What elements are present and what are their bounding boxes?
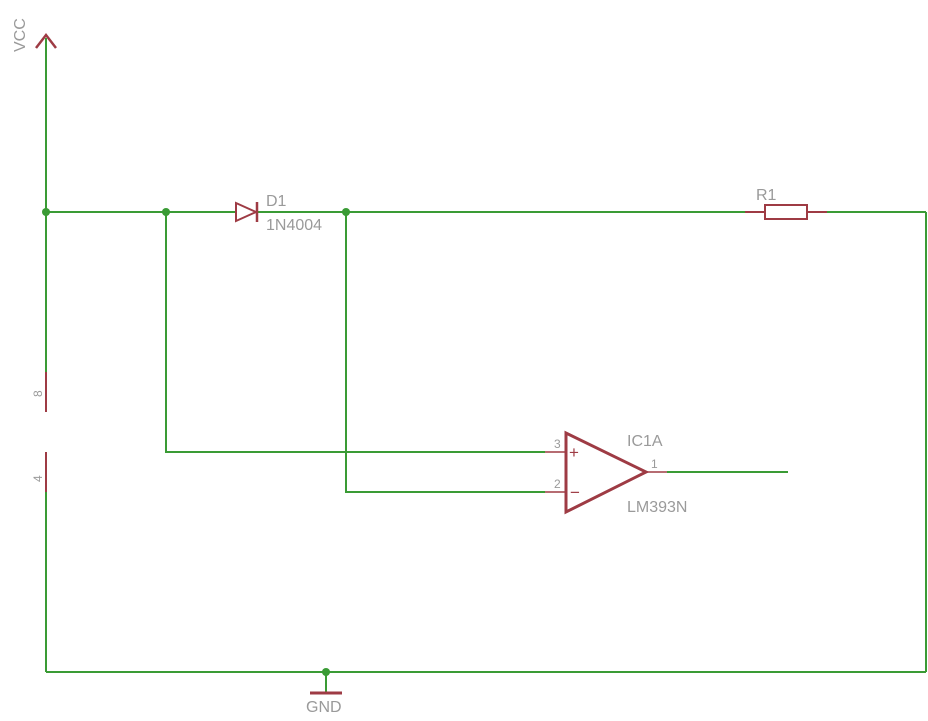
pin1-number: 1 <box>651 457 658 471</box>
pin4-number: 4 <box>31 475 45 482</box>
junction-dot <box>322 668 330 676</box>
junction-dot <box>162 208 170 216</box>
diode-triangle-icon <box>235 201 259 223</box>
minus-sign-icon: − <box>570 483 580 502</box>
gnd-supply-symbol[interactable]: GND <box>306 691 342 716</box>
pin3-number: 3 <box>554 437 561 451</box>
pin8-number: 8 <box>31 390 45 397</box>
comparator-ic1a[interactable]: + − 3 2 1 IC1A LM393N <box>545 430 687 516</box>
wires <box>45 38 927 692</box>
gnd-label: GND <box>306 699 342 716</box>
wire-diode-cathode-to-inv-input <box>345 212 545 493</box>
comparator-value: LM393N <box>627 499 687 516</box>
wire-node-to-noninv-input <box>165 212 545 453</box>
junctions <box>42 208 350 676</box>
diode-name: D1 <box>266 193 287 210</box>
opamp-triangle-icon <box>564 430 650 515</box>
resistor-name: R1 <box>756 187 777 204</box>
comparator-power-pins[interactable]: 8 4 <box>31 372 47 492</box>
diode-value: 1N4004 <box>266 217 322 234</box>
junction-dot <box>342 208 350 216</box>
plus-sign-icon: + <box>569 443 579 462</box>
vcc-label: VCC <box>12 18 29 52</box>
vcc-arrow-icon <box>35 32 57 49</box>
comparator-name: IC1A <box>627 433 663 450</box>
junction-dot <box>42 208 50 216</box>
pin2-number: 2 <box>554 477 561 491</box>
resistor-body-icon <box>764 204 808 220</box>
vcc-supply-symbol[interactable]: VCC <box>12 18 57 52</box>
resistor-r1[interactable]: R1 <box>745 187 827 220</box>
diode-d1[interactable]: D1 1N4004 <box>235 193 322 234</box>
